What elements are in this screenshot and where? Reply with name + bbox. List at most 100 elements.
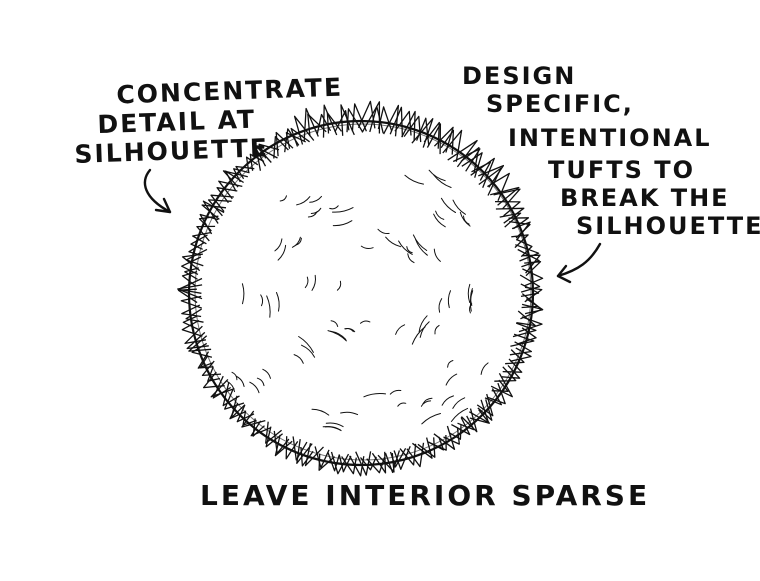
fur-hatch-stroke (389, 389, 402, 395)
fur-hatch-stroke (480, 362, 489, 375)
fur-tuft (440, 129, 455, 155)
fur-hatch-stroke (236, 376, 245, 387)
fur-hatch-stroke (309, 195, 322, 203)
fur-tuft (216, 187, 238, 204)
fur-hatch-stroke (395, 324, 406, 335)
fur-tuft (327, 452, 341, 472)
fur-tuft (478, 167, 502, 196)
fur-hatch-stroke (322, 426, 342, 432)
fur-tuft (210, 378, 235, 398)
fur-tuft (452, 148, 481, 172)
fur-hatch-stroke (418, 315, 428, 333)
fur-tuft (522, 268, 544, 287)
fur-tuft (509, 220, 531, 239)
annotation-line: INTENTIONAL (508, 124, 712, 152)
annotation-line: DETAIL AT (96, 104, 257, 140)
fur-hatch-stroke (274, 238, 283, 252)
left-pointer-arrow (143, 168, 172, 214)
fur-tuft (477, 399, 493, 421)
fur-tuft (273, 136, 289, 159)
fur-hatch-stroke (301, 344, 316, 358)
fur-tuft (401, 110, 416, 142)
fur-tuft (190, 234, 208, 250)
fur-tuft (494, 366, 517, 382)
fur-tuft (451, 417, 471, 436)
fur-hatch-stroke (336, 280, 342, 291)
fur-tuft (487, 382, 506, 405)
fur-tuft (177, 288, 198, 304)
fur-hatch-stroke (296, 196, 311, 206)
fur-tuft (186, 331, 209, 350)
fur-hatch-stroke (298, 336, 314, 353)
fur-tuft (192, 231, 211, 245)
fur-hatch-stroke (433, 213, 446, 228)
fur-tuft (384, 450, 401, 474)
fur-tuft (177, 277, 203, 294)
annotation-leave-interior-sparse: LEAVE INTERIOR SPARSE (200, 479, 651, 512)
fur-tuft (346, 108, 363, 133)
fur-tuft (285, 132, 306, 149)
annotation-line: TUFTS TO (548, 156, 696, 184)
fur-tuft (242, 410, 257, 426)
fur-tuft (235, 165, 255, 180)
fur-tuft (274, 434, 293, 457)
annotation-concentrate-detail: CONCENTRATE DETAIL AT SILHOUETTE (72, 73, 344, 209)
fur-hatch-stroke (363, 393, 386, 398)
right-pointer-arrow (556, 242, 602, 278)
fur-tuft (351, 103, 367, 132)
fur-tuft (393, 445, 411, 470)
fur-hatch-stroke (445, 373, 458, 386)
fur-tuft (265, 421, 283, 444)
fur-tuft (182, 315, 200, 331)
fur-tuft (265, 426, 283, 448)
silhouette-tufts (177, 100, 544, 477)
fur-hatch-stroke (295, 237, 302, 246)
fur-tuft (210, 194, 234, 212)
fur-hatch-stroke (241, 283, 245, 305)
annotation-line: BREAK THE (560, 184, 730, 212)
left-pointer-arrowhead (154, 197, 172, 214)
fur-tuft (338, 454, 352, 473)
fur-tuft (366, 456, 386, 474)
fur-tuft (180, 295, 203, 309)
fur-tuft (181, 256, 202, 275)
fur-tuft (181, 319, 203, 337)
fur-tuft (245, 156, 259, 173)
fur-tuft (322, 104, 338, 138)
fur-hatch-stroke (360, 245, 374, 250)
fur-tuft (426, 123, 442, 155)
annotation-line: SPECIFIC, (486, 90, 634, 118)
fur-tuft (501, 364, 521, 379)
fur-tuft (188, 241, 205, 256)
fur-tuft (443, 427, 460, 445)
fur-tuft (181, 304, 202, 318)
fur-tuft (460, 408, 478, 433)
annotation-line: SILHOUETTE (73, 133, 270, 169)
interior-fur-strokes (226, 169, 489, 432)
fur-hatch-stroke (397, 402, 407, 407)
fur-hatch-stroke (398, 240, 413, 255)
fur-hatch-stroke (279, 195, 287, 202)
fur-hatch-stroke (433, 248, 441, 262)
fur-tuft (511, 221, 531, 241)
fur-hatch-stroke (419, 321, 430, 338)
fur-hatch-stroke (440, 197, 456, 213)
fur-hatch-stroke (377, 228, 390, 235)
fur-hatch-stroke (291, 236, 301, 248)
fur-hatch-stroke (452, 199, 466, 215)
fur-tuft (428, 436, 445, 451)
fur-hatch-stroke (467, 283, 471, 303)
fur-tuft (433, 126, 454, 153)
fur-tuft (184, 267, 199, 280)
fur-tuft (399, 443, 417, 466)
fur-hatch-stroke (438, 298, 443, 313)
fur-tuft (201, 360, 222, 377)
fur-hatch-stroke (340, 411, 359, 416)
fur-hatch-stroke (420, 400, 432, 407)
fur-hatch-stroke (311, 408, 330, 416)
fur-tuft (254, 145, 278, 167)
fur-tuft (510, 333, 535, 347)
fur-hatch-stroke (332, 220, 353, 227)
fur-tuft (202, 200, 225, 224)
